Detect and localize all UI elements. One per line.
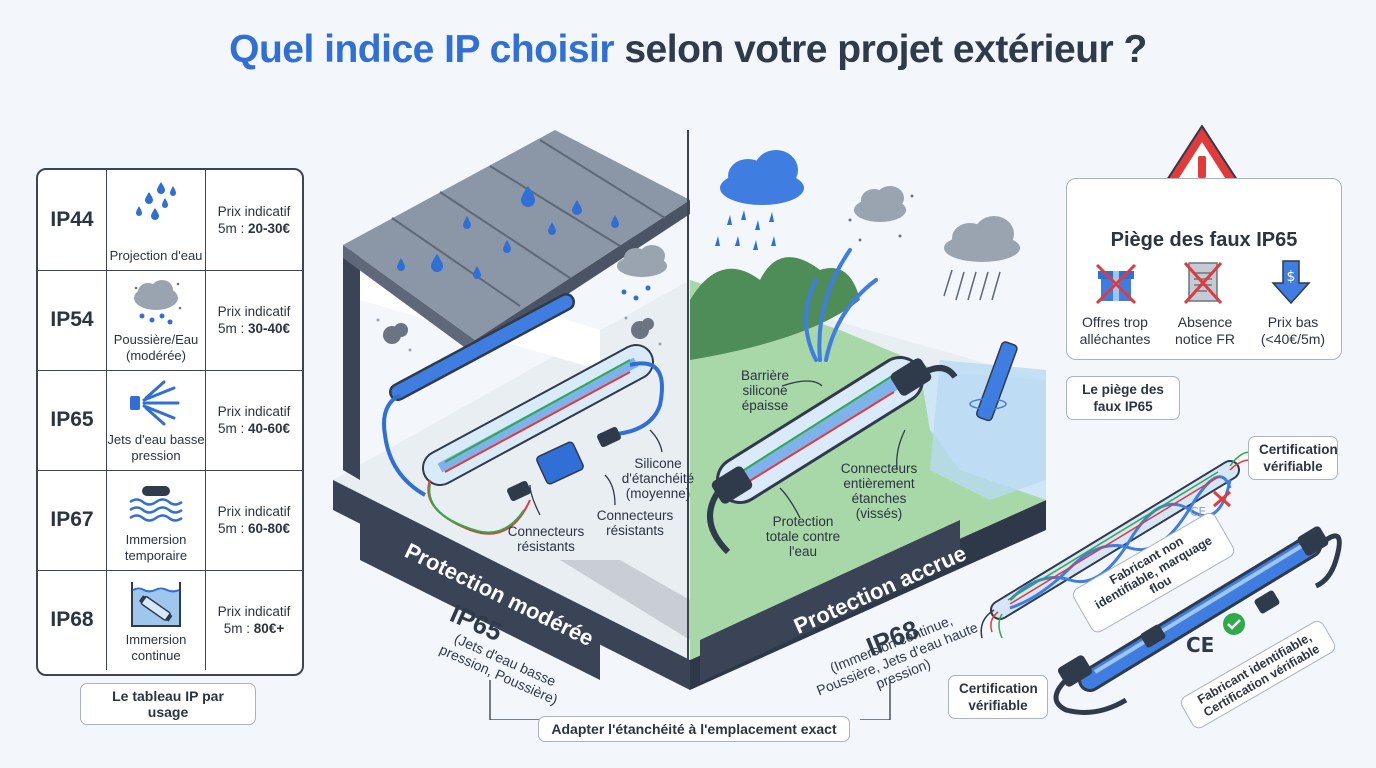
label-connectors-a: Connecteurs résistants	[507, 524, 585, 554]
low-price-arrow-icon: $	[1271, 260, 1311, 305]
junction-box	[536, 441, 584, 485]
dust-cloud-icon	[134, 280, 182, 325]
ip-code: IP44	[38, 170, 107, 270]
usage-label: Immersion continue	[125, 632, 187, 663]
comparison-scene	[333, 130, 1046, 720]
warning-box: Piège des faux IP65 $ Offres trop alléch…	[1066, 178, 1342, 360]
label-connectors-b: Connecteurs résistants	[596, 508, 674, 538]
usage-label: Immersion temporaire	[124, 532, 188, 563]
ip-code: IP67	[38, 470, 107, 570]
ip-table: IP44 Projection d'eau Prix indicatif 5m :…	[36, 168, 304, 676]
table-row: IP68 Immersion continue Prix indicatif 5m…	[38, 570, 302, 670]
price-label: Prix indicatif	[217, 304, 291, 319]
table-row: IP54 Poussière/Eau (modérée) Prix indica…	[38, 270, 302, 371]
bad-led-strip	[980, 451, 1251, 639]
ce-mark: CE	[1186, 633, 1214, 657]
warning-caption: Le piège des faux IP65	[1066, 376, 1180, 420]
product-comparison: CE CE	[980, 451, 1342, 715]
crossed-document-icon	[1183, 261, 1223, 305]
label-silicone: Silicone d'étanchéité (moyenne)	[621, 456, 695, 501]
price-prefix: 5m :	[217, 521, 248, 536]
ip-code: IP65	[38, 370, 107, 470]
check-icon	[1223, 613, 1245, 635]
storm-cloud-icon	[944, 216, 1020, 262]
table-row: IP67 Immersion temporaire Prix indicatif…	[38, 470, 302, 571]
rain-drops-on-roof	[397, 186, 619, 279]
price-prefix: 5m :	[217, 421, 248, 436]
svg-text:$: $	[1287, 269, 1296, 285]
good-led-strip	[1053, 526, 1342, 715]
water-jet-splash	[804, 248, 878, 362]
water-jet-icon	[130, 380, 180, 426]
label-connectors-sealed: Connecteurs entièrement étanches (vissés…	[840, 461, 918, 521]
roof	[343, 130, 690, 340]
banner-right	[700, 520, 960, 682]
bottom-caption: Adapter l'étanchéité à l'emplacement exa…	[538, 716, 850, 742]
submerged-probe	[976, 341, 1018, 422]
price-prefix: 5m :	[223, 621, 254, 636]
left-wall	[343, 250, 360, 480]
crossed-gift-icon	[1095, 263, 1137, 305]
dust-puffs	[383, 318, 654, 344]
price-label: Prix indicatif	[217, 604, 291, 619]
bush	[690, 257, 860, 360]
red-cross-icon	[1213, 490, 1231, 508]
grass-area	[690, 280, 1046, 660]
banner-left	[360, 520, 600, 680]
warning-item-label: Offres trop alléchantes	[1079, 314, 1151, 347]
label-barrier: Barrière silicone épaisse	[740, 368, 789, 413]
cert-top-caption: Certification vérifiable	[1248, 436, 1338, 480]
dust-cloud-icon-right	[854, 186, 906, 222]
price-label: Prix indicatif	[217, 504, 291, 519]
rain-cloud-icon	[720, 150, 804, 205]
usage-label: Poussière/Eau (modérée)	[113, 332, 199, 363]
warning-item-label: Absence notice FR	[1175, 314, 1235, 347]
submerged-strip-icon	[131, 582, 181, 627]
title-highlight: Quel indice IP choisir	[229, 28, 615, 71]
title-rest: selon votre projet extérieur ?	[614, 28, 1147, 71]
label-protection: Protection totale contre l'eau	[765, 514, 841, 559]
price-value: 80€+	[253, 621, 285, 636]
usage-label: Projection d'eau	[109, 248, 203, 263]
price-value: 30-40€	[247, 321, 291, 336]
table-caption: Le tableau IP par usage	[80, 683, 256, 725]
rain-drops-icon	[136, 182, 176, 220]
price-value: 40-60€	[247, 421, 291, 436]
price-label: Prix indicatif	[217, 404, 291, 419]
price-value: 60-80€	[247, 521, 291, 536]
warning-item-label: Prix bas (<40€/5m)	[1260, 314, 1326, 347]
price-prefix: 5m :	[217, 221, 248, 236]
cloud-icon-small	[617, 245, 667, 277]
table-row: IP44 Projection d'eau Prix indicatif 5m :…	[38, 170, 302, 271]
price-label: Prix indicatif	[217, 204, 291, 219]
ip-code: IP54	[38, 270, 107, 370]
led-strip-tube-upper	[389, 293, 575, 401]
sealed-led-tube	[716, 356, 924, 504]
price-prefix: 5m :	[217, 321, 248, 336]
led-strip-tube-lower	[422, 344, 654, 486]
price-value: 20-30€	[247, 221, 291, 236]
table-row: IP65 Jets d'eau basse pression Prix indi…	[38, 370, 302, 471]
immersion-waves-icon	[129, 486, 183, 522]
usage-label: Jets d'eau basse pression	[107, 432, 205, 463]
warning-title: Piège des faux IP65	[1110, 229, 1298, 251]
cert-bottom-caption: Certification vérifiable	[948, 675, 1048, 719]
ip-code: IP68	[38, 570, 107, 670]
page-title: Quel indice IP choisir selon votre proje…	[0, 28, 1376, 72]
platform-front-left	[333, 480, 690, 690]
